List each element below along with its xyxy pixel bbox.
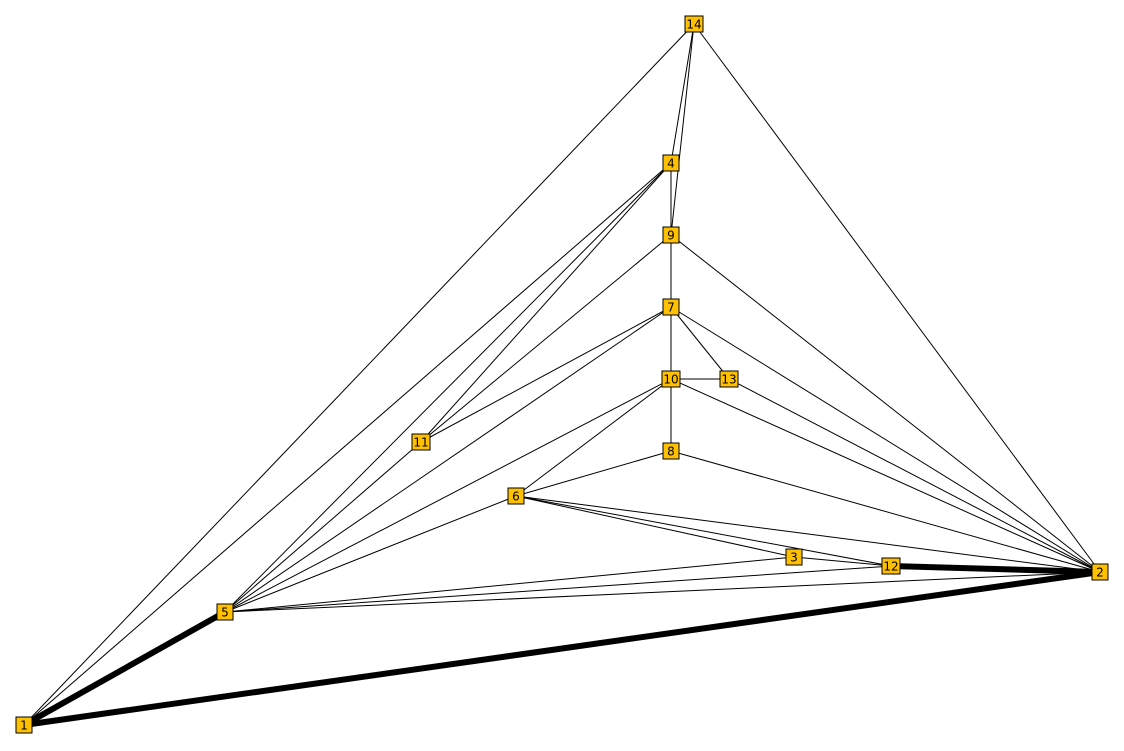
node-14[interactable]: 14 [684, 15, 704, 33]
edges-layer [22, 23, 1101, 728]
node-label-2: 2 [1096, 566, 1104, 580]
edge-8-2 [670, 450, 1101, 573]
node-2[interactable]: 2 [1091, 563, 1109, 581]
node-box-8 [662, 442, 680, 460]
edge-14-2 [693, 23, 1101, 573]
node-5[interactable]: 5 [216, 603, 234, 621]
node-label-1: 1 [20, 719, 28, 733]
edge-10-6 [515, 378, 672, 497]
edge-6-12 [515, 495, 892, 567]
node-9[interactable]: 9 [662, 226, 680, 244]
edge-6-3 [515, 495, 795, 558]
node-box-7 [662, 298, 680, 316]
edge-10-5 [224, 378, 672, 613]
node-11[interactable]: 11 [411, 433, 431, 451]
edge-9-2 [670, 234, 1101, 573]
edge-12-5 [224, 565, 892, 613]
edge-10-2 [670, 378, 1101, 573]
node-label-8: 8 [667, 445, 675, 459]
node-box-13 [719, 370, 739, 388]
node-label-7: 7 [667, 301, 675, 315]
edge-7-2 [670, 306, 1101, 573]
edge-4-11 [420, 162, 672, 443]
node-4[interactable]: 4 [662, 154, 680, 172]
node-box-14 [684, 15, 704, 33]
edge-4-5 [224, 162, 672, 613]
edge-11-5 [224, 441, 422, 613]
edge-7-11 [420, 306, 672, 443]
node-label-11: 11 [413, 436, 428, 450]
node-6[interactable]: 6 [507, 487, 525, 505]
edge-13-2 [728, 378, 1101, 573]
edge-1-14 [23, 23, 695, 726]
edge-9-11 [420, 234, 672, 443]
edge-7-13 [670, 306, 730, 380]
node-label-6: 6 [512, 490, 520, 504]
node-3[interactable]: 3 [785, 548, 803, 566]
node-label-14: 14 [686, 18, 701, 32]
node-1[interactable]: 1 [15, 716, 33, 734]
edge-1-4 [23, 162, 672, 726]
node-label-9: 9 [667, 229, 675, 243]
edge-3-5 [224, 556, 795, 613]
node-box-3 [785, 548, 803, 566]
node-box-10 [661, 370, 681, 388]
edge-7-5 [224, 306, 672, 613]
node-12[interactable]: 12 [881, 557, 901, 575]
node-8[interactable]: 8 [662, 442, 680, 460]
node-box-1 [15, 716, 33, 734]
edge-5-2 [224, 571, 1101, 613]
node-label-4: 4 [667, 157, 675, 171]
node-label-5: 5 [221, 606, 229, 620]
node-label-13: 13 [721, 373, 736, 387]
node-box-5 [216, 603, 234, 621]
node-box-11 [411, 433, 431, 451]
node-box-12 [881, 557, 901, 575]
edge-6-2 [515, 495, 1101, 573]
node-box-2 [1091, 563, 1109, 581]
node-box-6 [507, 487, 525, 505]
edge-14-9 [670, 23, 695, 236]
node-10[interactable]: 10 [661, 370, 681, 388]
node-box-4 [662, 154, 680, 172]
edge-3-12 [793, 556, 892, 567]
node-7[interactable]: 7 [662, 298, 680, 316]
node-label-10: 10 [663, 373, 678, 387]
edge-6-5 [224, 495, 517, 613]
node-label-12: 12 [883, 560, 898, 574]
node-box-9 [662, 226, 680, 244]
edge-14-4 [670, 23, 695, 164]
node-13[interactable]: 13 [719, 370, 739, 388]
edge-1-5 [22, 609, 227, 728]
edge-1-2 [23, 569, 1101, 728]
edge-8-6 [515, 450, 672, 497]
edge-12-2 [890, 563, 1101, 575]
node-label-3: 3 [790, 551, 798, 565]
